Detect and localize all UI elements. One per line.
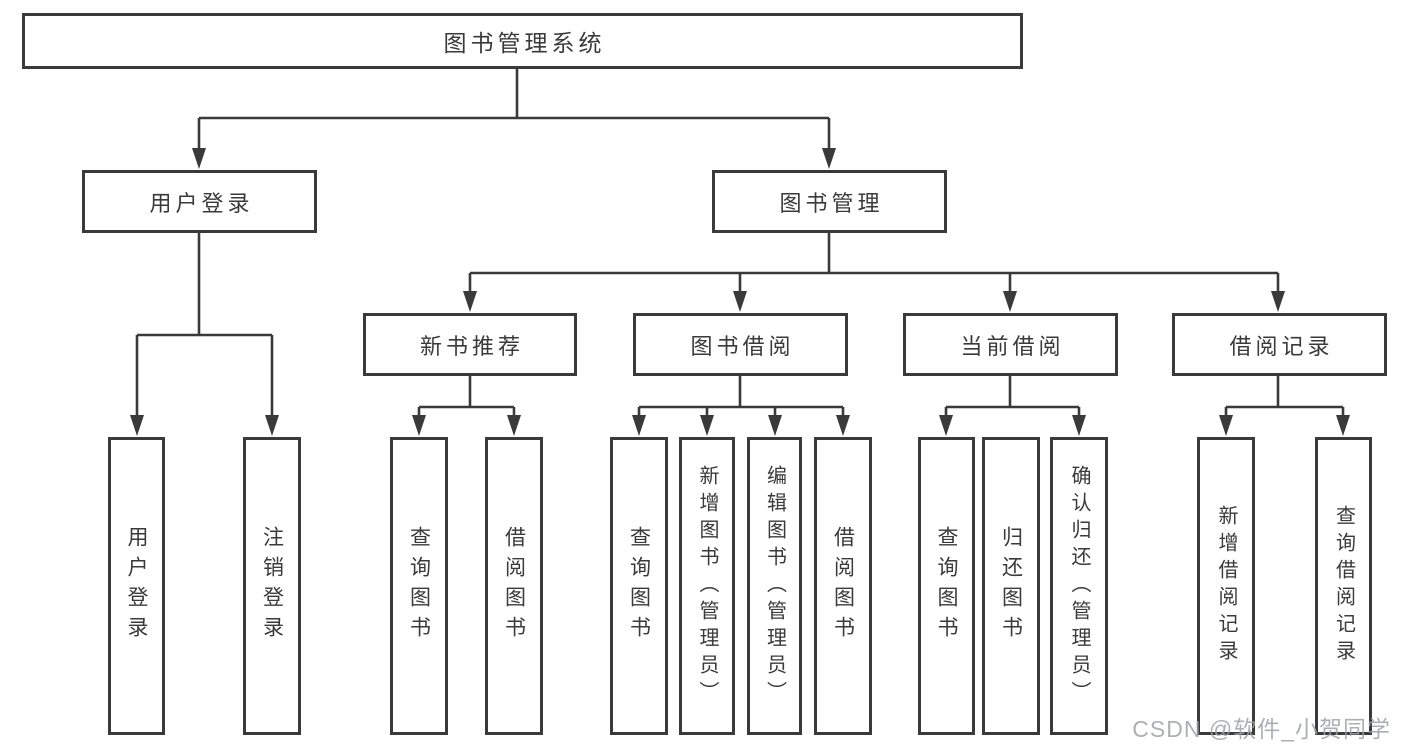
node-library-management-system: 图书管理系统: [22, 13, 1023, 69]
leaf-edit-book-admin: 编辑图书（管理员）: [747, 437, 802, 735]
leaf-search-books-borrowing: 查询图书: [610, 437, 668, 735]
arrowhead-icons: [130, 148, 1350, 436]
node-new-book-recommendation: 新书推荐: [363, 313, 577, 376]
leaf-add-borrow-record: 新增借阅记录: [1197, 437, 1255, 735]
leaf-borrow-books: 借阅图书: [814, 437, 872, 735]
leaf-search-borrow-record: 查询借阅记录: [1315, 437, 1372, 735]
node-current-borrowing: 当前借阅: [903, 313, 1118, 376]
leaf-user-login: 用户登录: [108, 437, 165, 735]
csdn-watermark: CSDN @软件_小贺同学: [1132, 716, 1391, 742]
leaf-search-books-current: 查询图书: [918, 437, 975, 735]
node-book-borrowing: 图书借阅: [633, 313, 848, 376]
leaf-borrow-books-recommend: 借阅图书: [485, 437, 543, 735]
node-book-management: 图书管理: [712, 170, 947, 233]
leaf-logout: 注销登录: [243, 437, 301, 735]
node-user-login: 用户登录: [82, 170, 317, 233]
leaf-add-book-admin: 新增图书（管理员）: [679, 437, 735, 735]
node-borrowing-records: 借阅记录: [1172, 313, 1387, 376]
leaf-search-books-recommend: 查询图书: [390, 437, 448, 735]
leaf-return-books: 归还图书: [982, 437, 1040, 735]
leaf-confirm-return-admin: 确认归还（管理员）: [1050, 437, 1108, 735]
